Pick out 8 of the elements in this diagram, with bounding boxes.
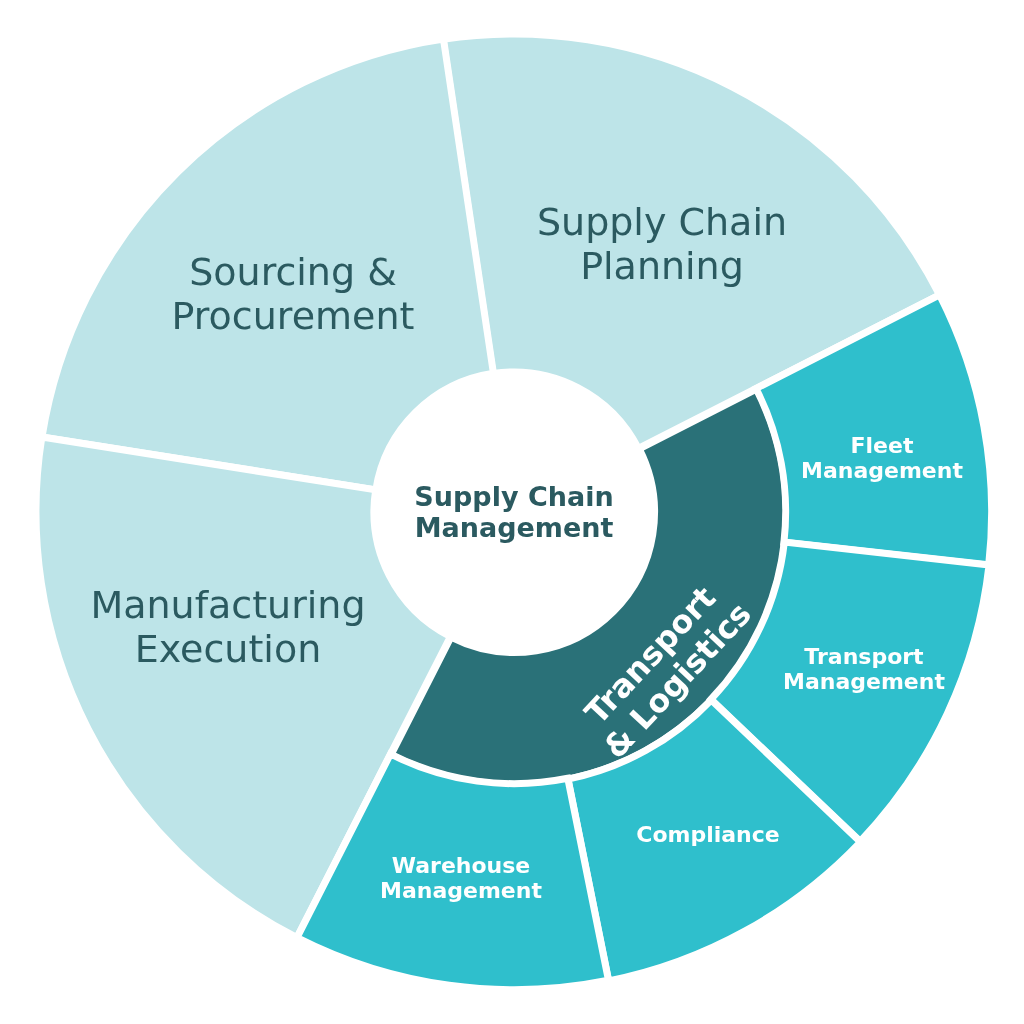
segment-label: Manufacturing Execution [89,584,367,672]
segment-label: Supply Chain Planning [535,201,789,289]
segment-label: Fleet Management [800,432,964,484]
segment-label: Warehouse Management [379,852,543,904]
segment-label: Transport Management [782,643,946,695]
segment-label: Compliance [635,822,781,848]
center-label: Supply Chain Management [413,480,615,544]
segment-label: Sourcing & Procurement [170,251,416,339]
